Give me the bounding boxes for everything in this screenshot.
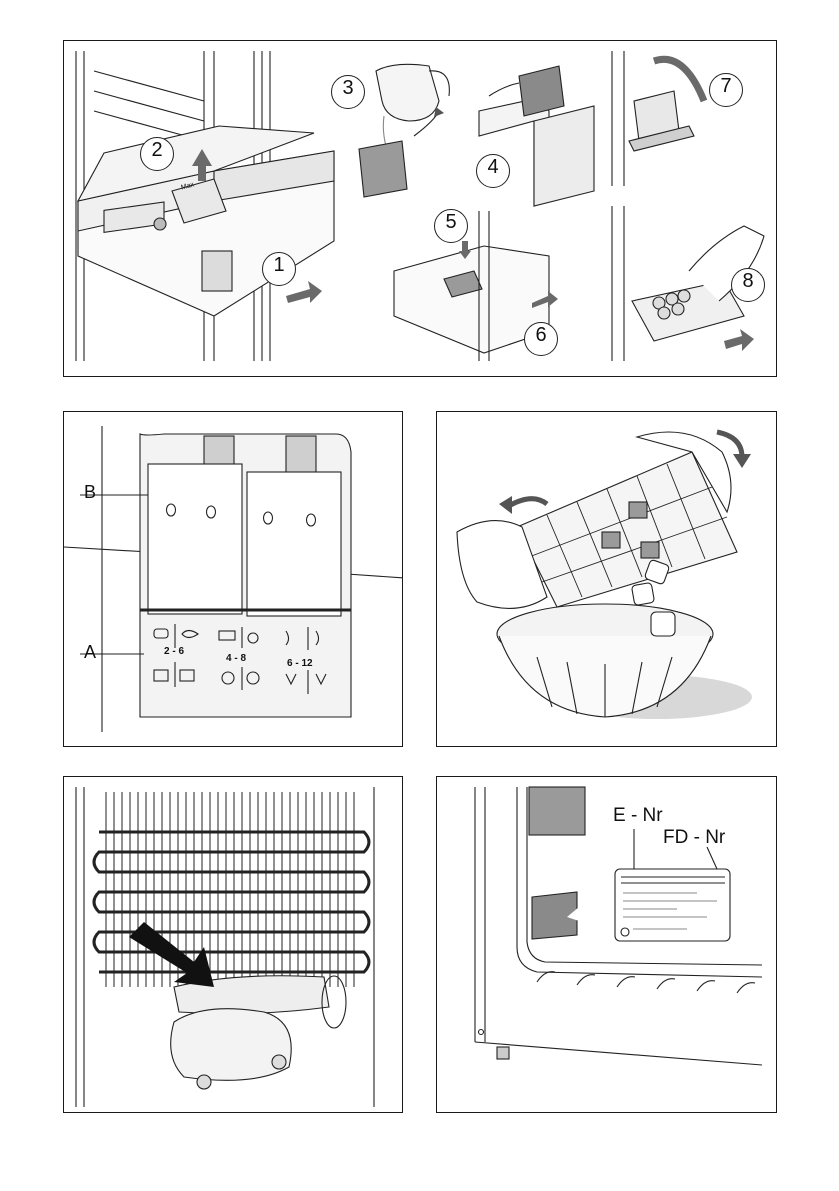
compressor-figure: [63, 776, 403, 1113]
label-e-nr: E - Nr: [613, 805, 663, 827]
storage-table-figure: B A 2 - 6 4 - 8 6 - 12: [63, 411, 403, 747]
label-b: B: [84, 482, 96, 503]
compressor-illustration: [64, 777, 403, 1113]
storage-range-1: 2 - 6: [164, 646, 184, 657]
rating-plate-illustration: [437, 777, 777, 1113]
step-7-number: 7: [709, 75, 743, 98]
ice-maker-instruction-figure: 1 2 3 4 5 6 7 8 Max: [63, 40, 777, 377]
step-1-number: 1: [262, 254, 296, 277]
ice-maker-illustration: [64, 41, 777, 377]
storage-range-2: 4 - 8: [226, 653, 246, 664]
step-6-number: 6: [524, 324, 558, 347]
step-4-number: 4: [476, 156, 510, 179]
storage-table-illustration: [64, 412, 403, 747]
storage-range-3: 6 - 12: [287, 658, 313, 669]
label-a: A: [84, 642, 96, 663]
step-2-number: 2: [140, 139, 174, 162]
step-8-number: 8: [731, 270, 765, 293]
rating-plate-figure: E - Nr FD - Nr: [436, 776, 777, 1113]
ice-cube-tray-figure: [436, 411, 777, 747]
label-fd-nr: FD - Nr: [663, 827, 725, 849]
ice-cube-tray-illustration: [437, 412, 777, 747]
step-3-number: 3: [331, 77, 365, 100]
step-5-number: 5: [434, 211, 468, 234]
